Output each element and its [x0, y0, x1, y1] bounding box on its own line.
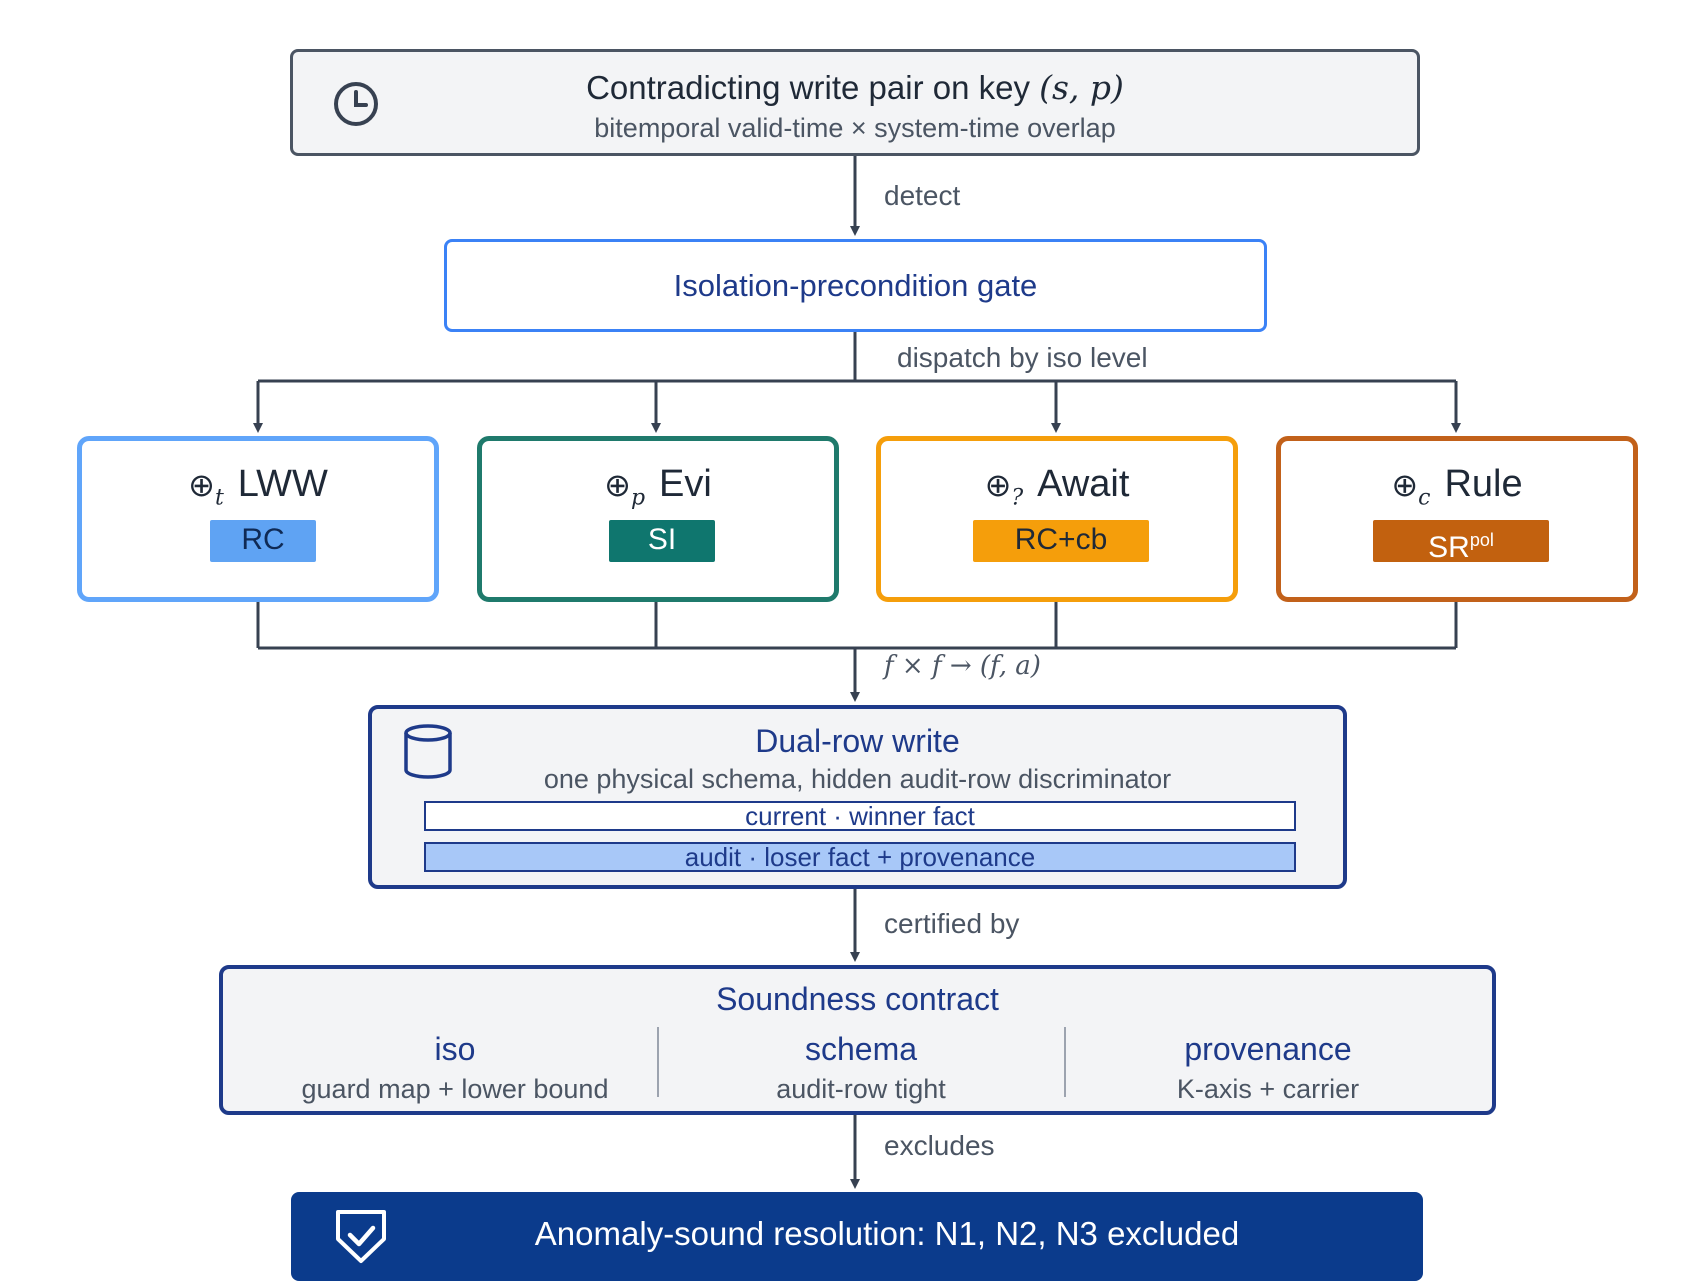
oplus-symbol: ⊕	[984, 466, 1012, 504]
edge-label-excludes: excludes	[884, 1130, 995, 1161]
contract-column-schema: schema audit-row tight	[776, 1031, 946, 1104]
database-icon	[404, 724, 452, 779]
isolation-badge: RC+cb	[973, 520, 1149, 562]
input-title: Contradicting write pair on key (s, p)	[586, 68, 1124, 107]
dual-subtitle: one physical schema, hidden audit-row di…	[543, 764, 1172, 794]
input-key: (s, p)	[1039, 68, 1124, 107]
contract-title: Soundness contract	[716, 981, 999, 1017]
clock-icon	[334, 82, 378, 126]
soundness-contract-box: Soundness contract iso guard map + lower…	[219, 965, 1496, 1115]
edge-label-certified: certified by	[884, 908, 1020, 939]
isolation-gate-box: Isolation-precondition gate	[444, 239, 1267, 332]
isolation-badge: SI	[609, 520, 715, 562]
current-row-strip: current · winner fact	[424, 801, 1296, 831]
dual-title: Dual-row write	[755, 723, 960, 759]
gate-title: Isolation-precondition gate	[673, 268, 1038, 303]
operator-title: ⊕?Await	[984, 463, 1130, 511]
edge-label-merge: f × f → (f, a)	[884, 651, 1041, 681]
oplus-symbol: ⊕	[1391, 466, 1419, 504]
result-title: Anomaly-sound resolution: N1, N2, N3 exc…	[534, 1215, 1240, 1252]
edge-label-dispatch: dispatch by iso level	[897, 342, 1148, 373]
oplus-symbol: ⊕	[188, 466, 215, 504]
column-divider	[1064, 1027, 1066, 1097]
audit-row-strip: audit · loser fact + provenance	[424, 842, 1296, 872]
column-divider	[657, 1027, 659, 1097]
input-subtitle: bitemporal valid-time × system-time over…	[594, 113, 1116, 143]
operator-await-box: ⊕?Await RC+cb	[876, 436, 1238, 602]
contract-column-provenance: provenance K-axis + carrier	[1176, 1031, 1360, 1104]
input-conflict-box: Contradicting write pair on key (s, p) b…	[290, 49, 1420, 156]
isolation-badge: SRpol	[1373, 520, 1549, 564]
result-box: Anomaly-sound resolution: N1, N2, N3 exc…	[291, 1192, 1423, 1281]
oplus-symbol: ⊕	[604, 466, 631, 504]
isolation-badge: RC	[210, 520, 316, 562]
contract-column-iso: iso guard map + lower bound	[301, 1031, 609, 1104]
edge-label-detect: detect	[884, 180, 961, 211]
dual-row-write-box: Dual-row write one physical schema, hidd…	[368, 705, 1347, 889]
shield-check-icon	[336, 1210, 386, 1263]
